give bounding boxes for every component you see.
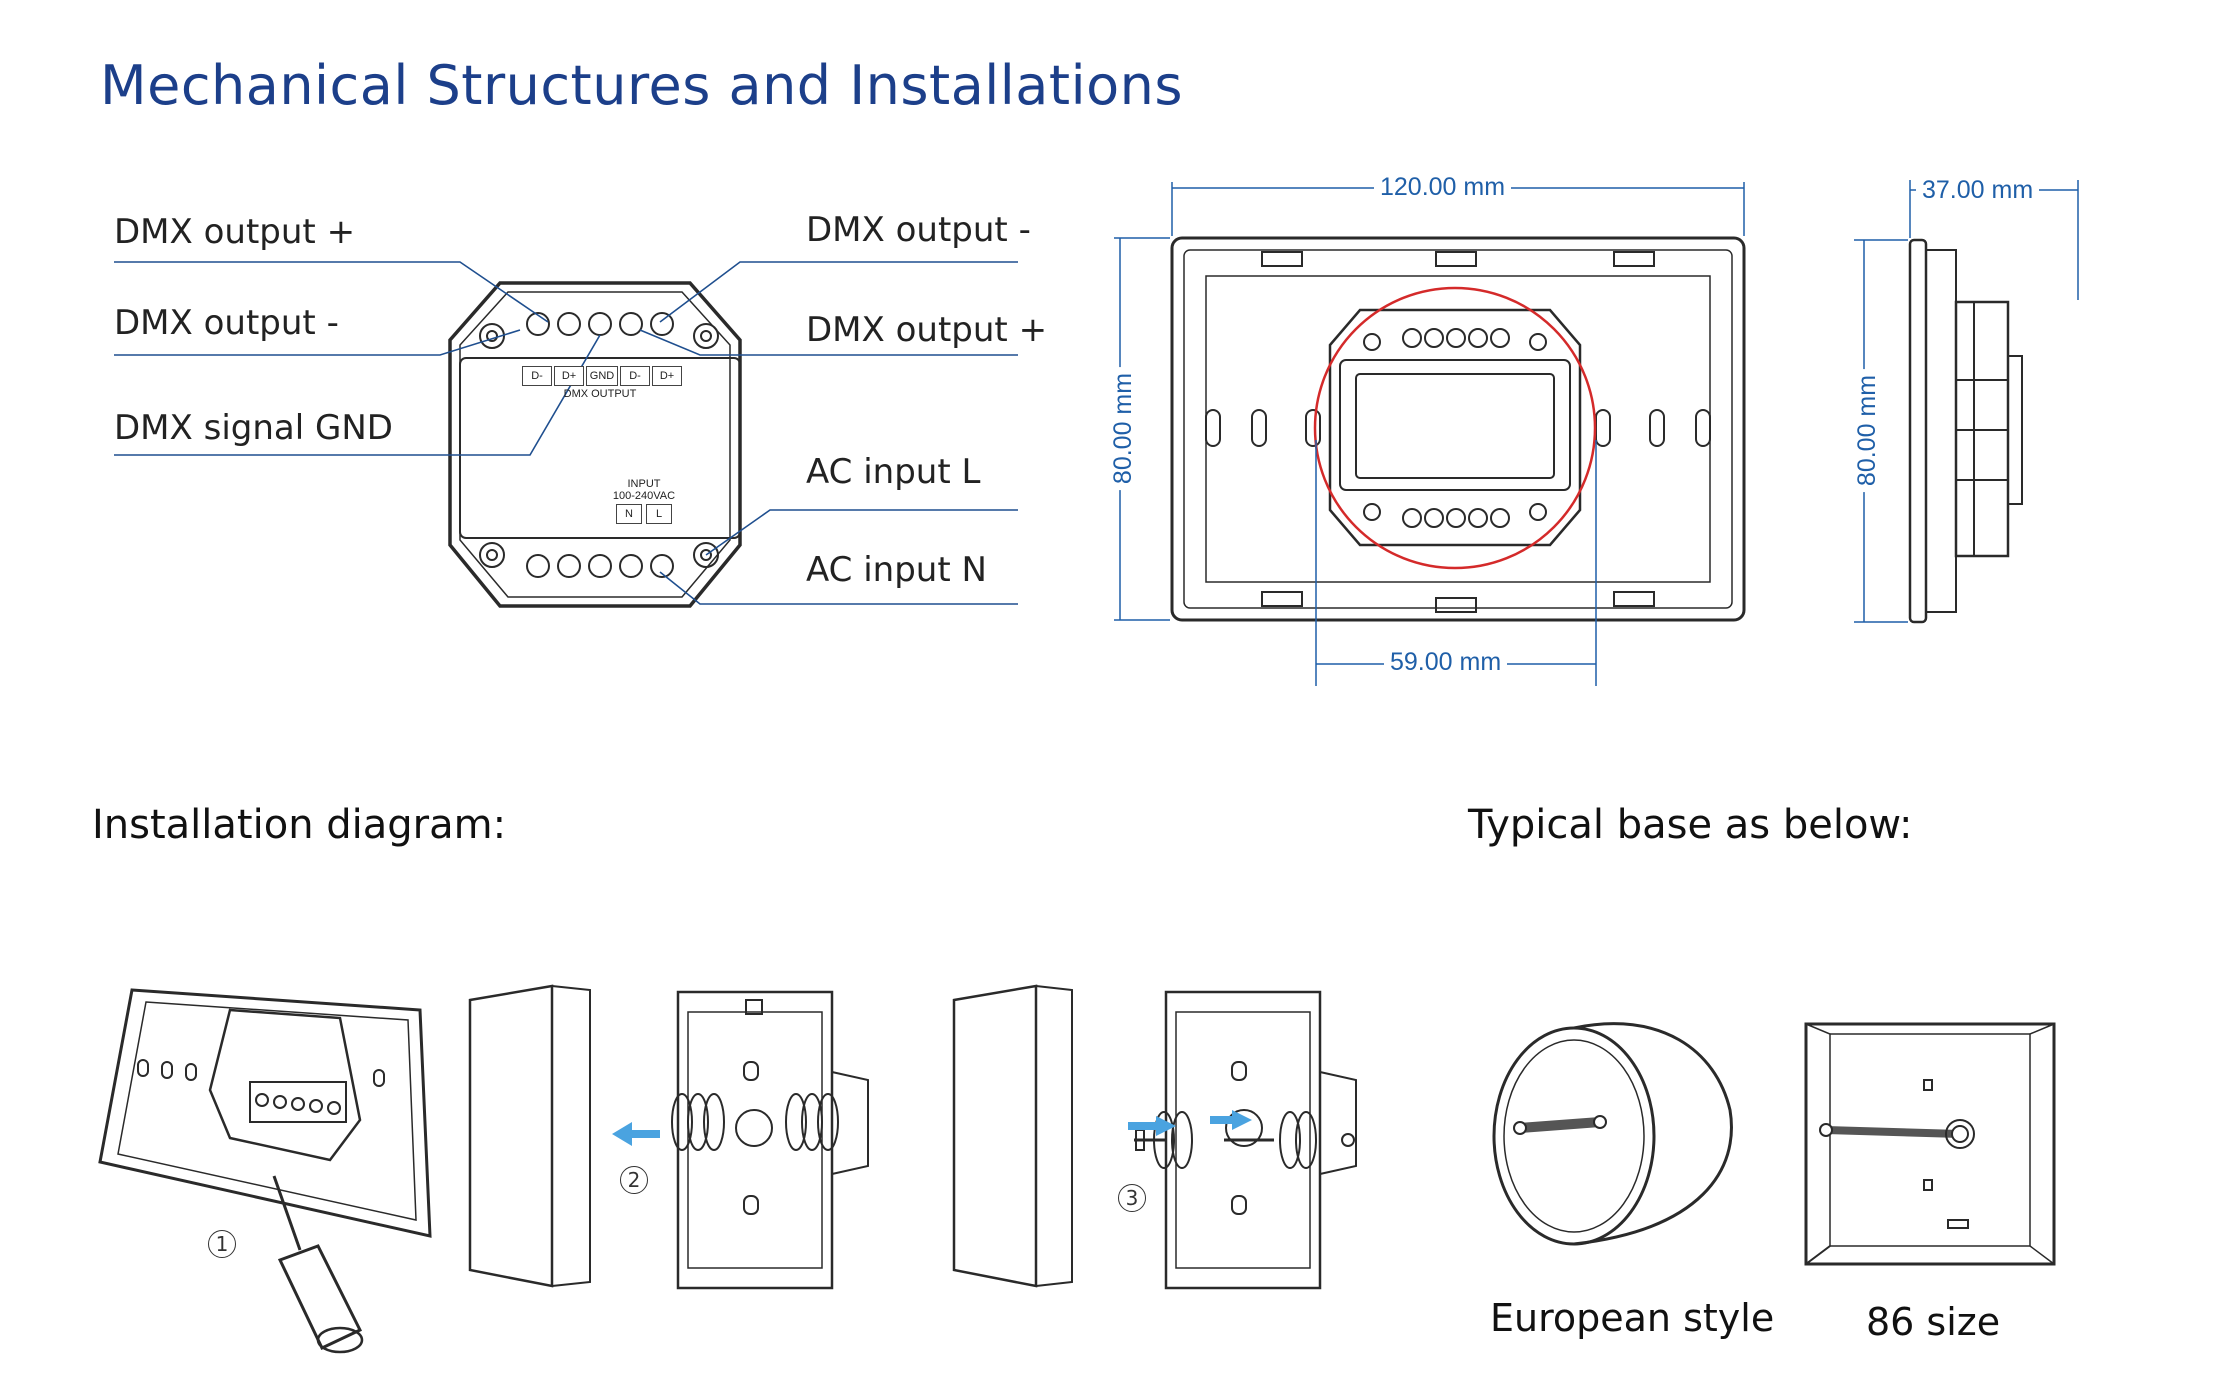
european-base-drawing — [1492, 1022, 1733, 1246]
dimension-inner: 59.00 mm — [1384, 648, 1508, 677]
terminal-d-plus-2: D+ — [652, 366, 682, 386]
install-step2-drawing — [468, 984, 869, 1290]
label-ac-input-n: AC input N — [806, 550, 987, 590]
terminal-l: L — [646, 504, 672, 524]
side-view-drawing — [1908, 238, 2023, 624]
label-ac-input-l: AC input L — [806, 452, 981, 492]
label-dmx-output-plus-right: DMX output + — [806, 310, 1048, 350]
label-dmx-signal-gnd: DMX signal GND — [114, 408, 393, 448]
step-1-badge: 1 — [208, 1230, 236, 1258]
highlight-circle — [1313, 286, 1597, 570]
arrow-icon — [612, 1110, 1252, 1146]
page-title: Mechanical Structures and Installations — [100, 54, 1183, 117]
dimension-height-side: 80.00 mm — [1853, 368, 1883, 493]
european-style-caption: European style — [1490, 1296, 1775, 1340]
installation-diagram-heading: Installation diagram: — [92, 802, 507, 848]
front-view-drawing — [1170, 236, 1746, 622]
install-step1-drawing — [98, 988, 432, 1354]
step-3-badge: 3 — [1118, 1184, 1146, 1212]
step-2-badge: 2 — [620, 1166, 648, 1194]
install-step3-drawing — [952, 984, 1357, 1290]
terminal-gnd: GND — [586, 366, 618, 386]
size-86-caption: 86 size — [1866, 1300, 2001, 1344]
input-voltage: 100-240VAC — [612, 490, 676, 502]
input-caption: INPUT — [627, 478, 661, 490]
label-dmx-output-minus-left: DMX output - — [114, 303, 339, 343]
dmx-module-drawing — [448, 281, 742, 608]
terminal-d-minus-1: D- — [522, 366, 552, 386]
terminal-n: N — [616, 504, 642, 524]
box-86-base-drawing — [1804, 1022, 2056, 1266]
label-dmx-output-minus-right: DMX output - — [806, 210, 1031, 250]
terminal-d-minus-2: D- — [620, 366, 650, 386]
label-dmx-output-plus-left: DMX output + — [114, 212, 356, 252]
dimension-depth: 37.00 mm — [1916, 176, 2040, 205]
dmx-output-caption: DMX OUTPUT — [563, 388, 637, 400]
typical-base-heading: Typical base as below: — [1468, 802, 1913, 848]
terminal-d-plus-1: D+ — [554, 366, 584, 386]
dimension-width: 120.00 mm — [1374, 173, 1512, 202]
dimension-height-front: 80.00 mm — [1109, 366, 1139, 491]
